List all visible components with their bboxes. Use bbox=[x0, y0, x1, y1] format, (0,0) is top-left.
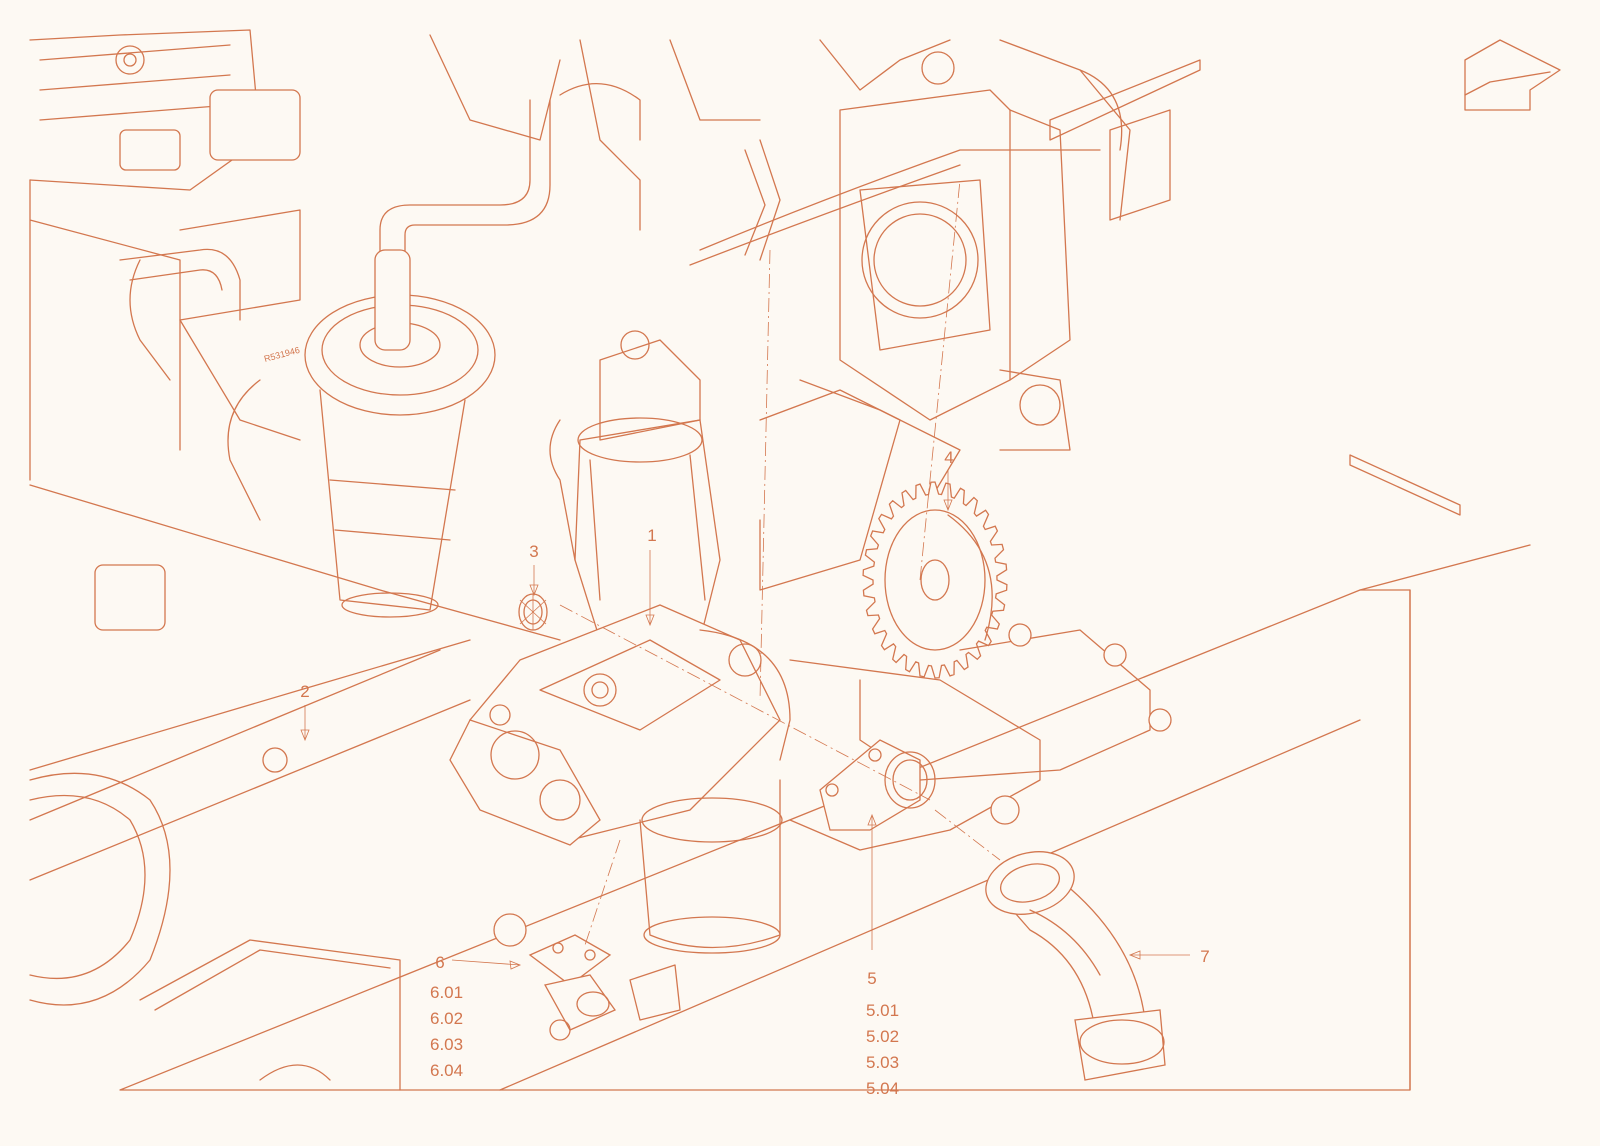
sub-callout-5-01: 5.01 bbox=[866, 1001, 899, 1020]
callout-3: 3 bbox=[529, 542, 538, 561]
large-idler-gear bbox=[862, 481, 1008, 679]
flange-fitting bbox=[819, 739, 936, 831]
sub-callout-6-03: 6.03 bbox=[430, 1035, 463, 1054]
callout-6: 6 bbox=[435, 953, 444, 972]
cover-plate bbox=[789, 623, 1172, 851]
engine-block bbox=[29, 29, 1131, 481]
sub-callout-6-02: 6.02 bbox=[430, 1009, 463, 1028]
fuel-filter: R531946 bbox=[263, 249, 496, 618]
sub-callout-6-04: 6.04 bbox=[430, 1061, 463, 1080]
small-drive-gear bbox=[518, 593, 548, 631]
callout-7: 7 bbox=[1200, 947, 1209, 966]
callout-labels: 1 2 3 4 5 6 7 6.01 6.02 6.03 6.04 5.01 5… bbox=[300, 448, 1209, 1098]
sub-callout-5-03: 5.03 bbox=[866, 1053, 899, 1072]
side-hub bbox=[29, 564, 288, 1006]
callout-2: 2 bbox=[300, 682, 309, 701]
sub-callout-5-04: 5.04 bbox=[866, 1079, 899, 1098]
assembly-axis-lines bbox=[559, 179, 1001, 946]
gearbox-housing bbox=[759, 89, 1071, 591]
part-number-stamp: R531946 bbox=[263, 345, 301, 364]
elbow-hose bbox=[985, 851, 1166, 1081]
callout-leaders bbox=[300, 470, 1190, 970]
sub-callout-5-02: 5.02 bbox=[866, 1027, 899, 1046]
callout-5: 5 bbox=[867, 969, 876, 988]
fuel-pump-assembly bbox=[549, 330, 721, 641]
direction-arrow-icon bbox=[1464, 39, 1561, 111]
callout-4: 4 bbox=[944, 448, 953, 467]
pipes-and-hoses bbox=[119, 83, 1101, 521]
sub-callout-6-01: 6.01 bbox=[430, 983, 463, 1002]
chassis-frame bbox=[29, 59, 1531, 1091]
callout-1: 1 bbox=[647, 526, 656, 545]
pipe-fitting bbox=[493, 913, 681, 1041]
hydraulic-gear-pump bbox=[449, 604, 791, 954]
